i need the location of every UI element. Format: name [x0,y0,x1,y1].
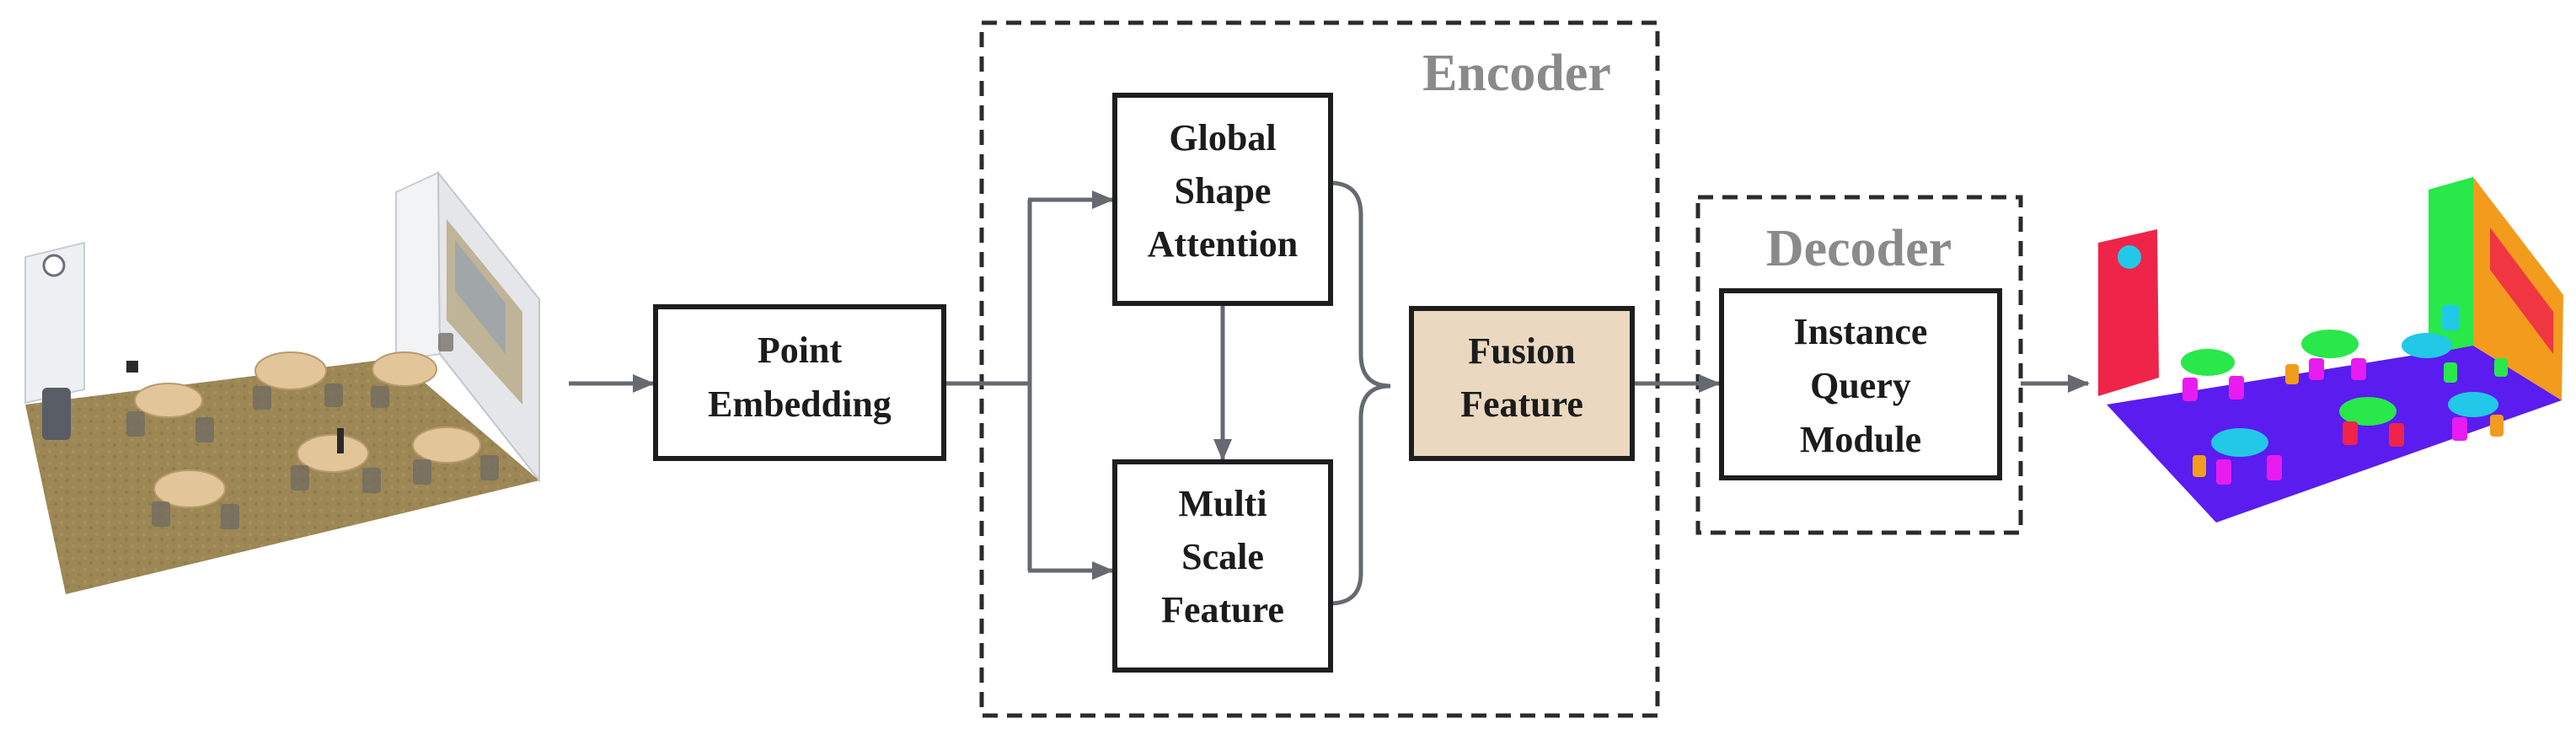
instance-query-module-node: Instance Query Module [1719,288,2002,480]
instance-query-module-line-3: Module [1800,419,1921,460]
point-embedding-line-1: Point [758,330,843,371]
instance-query-module-line-1: Instance [1794,311,1928,352]
decoder-group [1695,195,2023,535]
global-shape-attention-node: Global Shape Attention [1112,93,1333,306]
global-shape-attention-line-3: Attention [1148,223,1298,265]
instance-query-module-line-2: Query [1810,365,1911,406]
merge-brace [1329,180,1391,606]
fusion-feature-node: Fusion Feature [1409,306,1635,461]
global-shape-attention-line-2: Shape [1175,170,1272,212]
fusion-feature-line-1: Fusion [1468,330,1575,372]
point-embedding-node: Point Embedding [653,304,946,461]
decoder-title: Decoder [1766,220,1952,277]
multi-scale-feature-line-1: Multi [1178,483,1267,524]
fusion-feature-line-2: Feature [1460,383,1583,425]
global-shape-attention-line-1: Global [1169,117,1276,158]
multi-scale-feature-node: Multi Scale Feature [1112,459,1333,673]
multi-scale-feature-line-2: Scale [1181,536,1264,577]
point-cloud-scene-icon [24,170,540,594]
instance-segmentation-scene-icon [2098,177,2563,523]
point-embedding-line-2: Embedding [708,383,892,425]
multi-scale-feature-line-3: Feature [1161,589,1284,630]
encoder-title: Encoder [1422,45,1611,102]
